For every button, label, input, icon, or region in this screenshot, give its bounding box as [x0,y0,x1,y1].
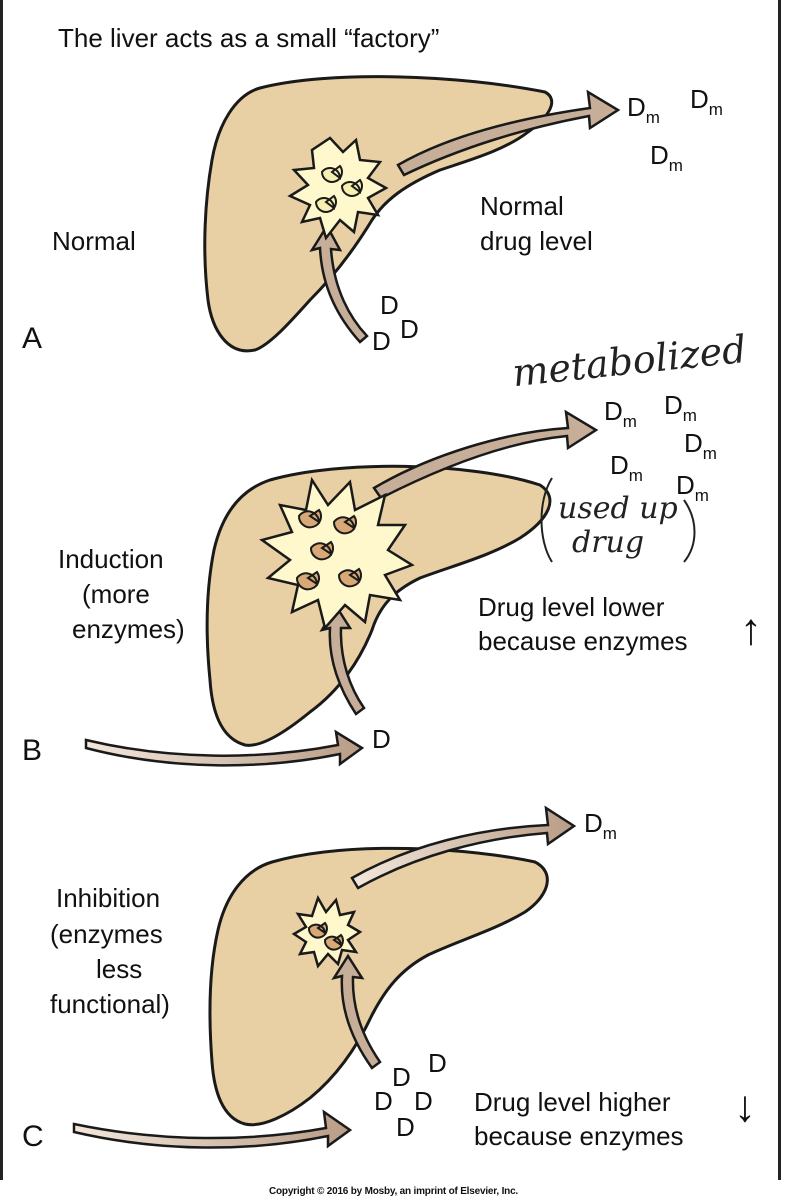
drug-c-4: D [414,1086,433,1116]
figure-title: The liver acts as a small “factory” [58,23,440,53]
metabolite-b-4: Dm [610,450,643,486]
drug-a-3: D [400,314,419,344]
panel-c-art [72,805,577,1149]
metabolite-subscript: m [668,156,683,175]
panel-a-art [203,75,621,353]
metabolite-subscript: m [628,466,643,485]
panel-c-level-line-2: because enzymes [474,1121,684,1151]
metabolite-a-3: Dm [650,140,683,176]
drug-arrow-c [331,953,382,1070]
handwritten-drug: drug [572,525,645,560]
entry-arrow-b [84,729,365,767]
panel-a-label: Normal [52,226,136,256]
enzymes-c [307,921,344,951]
panel-letter-b: B [22,734,43,767]
up-arrow-icon: ↑ [740,605,762,654]
panel-c-label-line-3: less [96,954,143,984]
metabolite-subscript: m [622,412,637,431]
metabolite-a-1: Dm [627,92,660,128]
panel-a-level-line-1: Normal [480,191,564,221]
handwritten-used-up: used up [558,491,678,526]
drug-arrow-b [319,603,366,716]
factory-burst-a [287,136,389,241]
panel-b-label-line-1: Induction [58,544,164,574]
panel-b-level-line-1: Drug level lower [478,592,665,622]
enzymes-a [314,164,363,213]
drug-a-1: D [380,290,399,320]
panel-b-label-line-3: enzymes) [72,614,185,644]
panel-b-art [84,409,696,767]
figure-frame [0,0,781,1180]
liver-c [208,846,549,1127]
panel-b-label-line-2: (more [82,579,150,609]
metabolite-letter: D [604,396,623,426]
drug-c-3: D [374,1086,393,1116]
panel-letter-c: C [22,1120,44,1153]
metabolite-letter: D [676,470,695,500]
handwritten-bracket-right [683,499,696,563]
metabolite-b-1: Dm [604,396,637,432]
copyright-notice: Copyright © 2016 by Mosby, an imprint of… [268,1186,519,1197]
metabolite-subscript: m [645,108,660,127]
drug-c-2: D [428,1048,447,1078]
handwritten-bracket-left [540,477,553,563]
metabolite-letter: D [650,140,669,170]
panel-c-label-line-1: Inhibition [56,883,161,913]
metabolite-subscript: m [702,444,717,463]
metabolite-subscript: m [708,100,723,119]
metabolite-subscript: m [694,486,709,505]
metabolite-subscript: m [682,406,697,425]
panel-c-label-line-2: (enzymes [50,919,163,949]
down-arrow-icon: ↓ [734,1082,756,1131]
enzymes-b [295,508,362,591]
panel-letter-a: A [22,322,43,355]
panel-b-level-line-2: because enzymes [478,626,688,656]
metabolite-b-3: Dm [684,428,717,464]
metabolite-letter: D [690,84,709,114]
metabolite-b-5: Dm [676,470,709,506]
metabolite-letter: D [627,92,646,122]
metabolite-arrow-b [372,409,599,500]
metabolite-subscript: m [602,824,617,843]
metabolite-letter: D [684,428,703,458]
metabolite-c-1: Dm [584,808,617,844]
metabolite-letter: D [584,808,603,838]
drug-a-2: D [372,326,391,356]
panel-c-level-line-1: Drug level higher [474,1087,671,1117]
panel-c-label-line-4: functional) [50,989,170,1019]
metabolite-arrow-c [350,805,577,890]
drug-c-1: D [392,1062,411,1092]
metabolite-b-2: Dm [664,390,697,426]
metabolite-letter: D [610,450,629,480]
entry-arrow-c [72,1109,353,1149]
metabolite-a-2: Dm [690,84,723,120]
metabolite-letter: D [664,390,683,420]
drug-c-5: D [396,1112,415,1142]
metabolite-arrow-a [396,89,621,177]
drug-b-1: D [372,724,391,754]
panel-a-level-line-2: drug level [480,226,593,256]
